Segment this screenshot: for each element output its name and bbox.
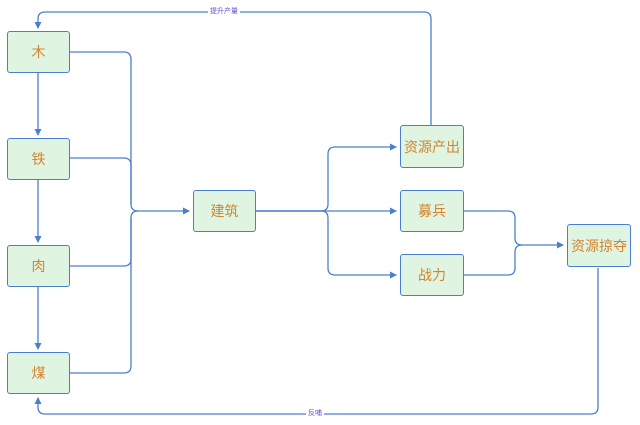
edge-power-plunder — [464, 244, 523, 276]
edge-label-boost: 提升产量 — [208, 7, 240, 16]
edge-build-power — [256, 210, 397, 279]
node-power-label: 战力 — [418, 268, 446, 284]
node-wood: 木 — [7, 31, 70, 73]
node-wood-label: 木 — [31, 45, 46, 61]
node-coal: 煤 — [7, 352, 70, 394]
edge-iron-build — [70, 157, 132, 204]
edge-plunder-coal — [34, 268, 599, 415]
edge-output-wood — [34, 11, 432, 125]
node-meat-label: 肉 — [31, 259, 46, 275]
node-recruit: 募兵 — [400, 190, 464, 232]
node-power: 战力 — [400, 254, 464, 296]
edge-coal-build — [70, 218, 132, 374]
node-plunder-label: 资源掠夺 — [571, 238, 627, 255]
node-meat: 肉 — [7, 245, 70, 287]
edge-wood-build — [70, 51, 190, 215]
node-build-label: 建筑 — [210, 204, 239, 220]
node-recruit-label: 募兵 — [418, 204, 446, 220]
edge-recruit-plunder — [464, 210, 564, 249]
node-coal-label: 煤 — [31, 366, 46, 382]
edge-meat-build — [70, 210, 139, 267]
node-output-label: 资源产出 — [404, 139, 460, 156]
node-plunder: 资源掠夺 — [567, 224, 631, 267]
edge-label-feedback: 反哺 — [306, 409, 324, 418]
node-iron: 铁 — [7, 138, 70, 180]
node-build: 建筑 — [193, 190, 256, 232]
node-output: 资源产出 — [400, 125, 464, 168]
node-iron-label: 铁 — [31, 152, 46, 168]
edge-build-output — [256, 143, 397, 212]
